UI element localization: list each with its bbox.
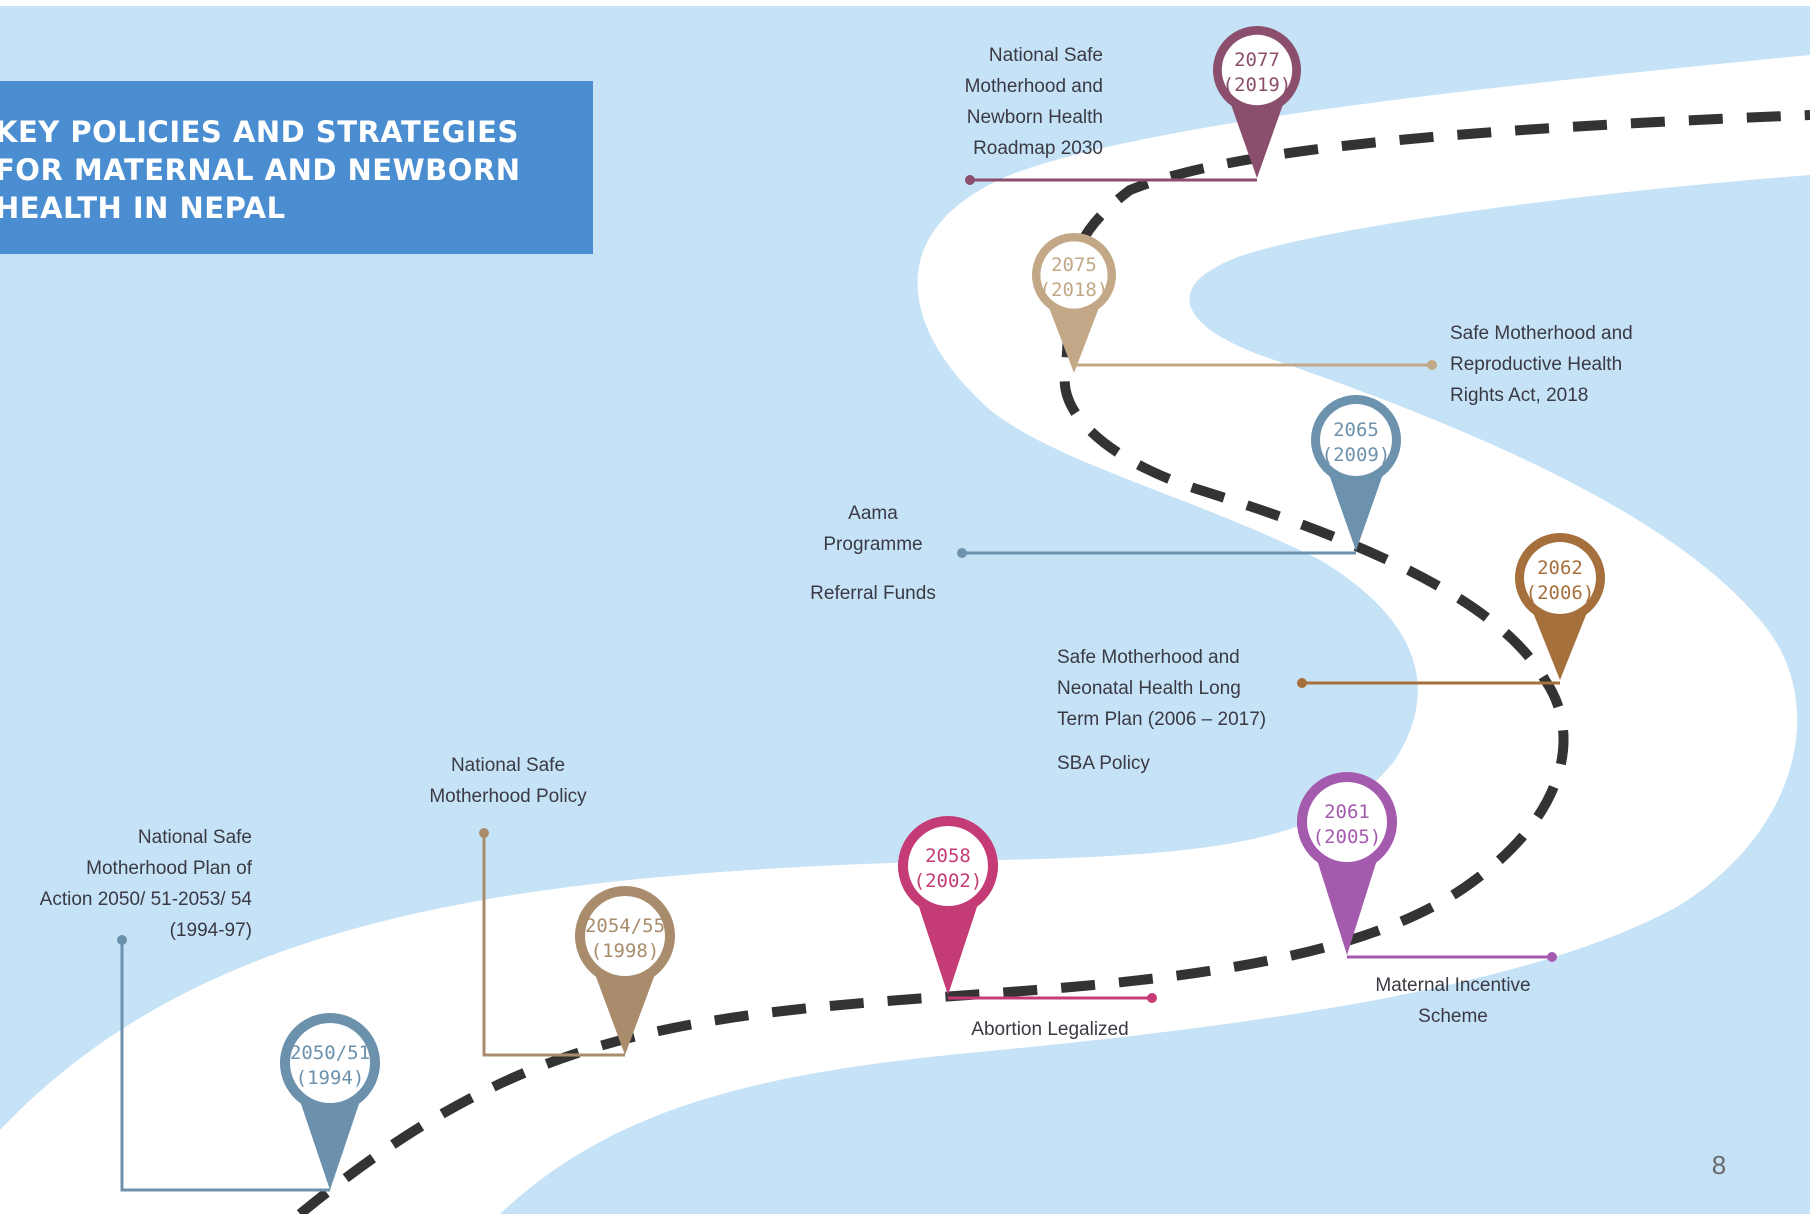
connector-endpoint <box>957 548 967 558</box>
title-line-1: KEY POLICIES AND STRATEGIES <box>0 115 519 149</box>
year-pins: 2050/51 (1994) 2054/55 (1998) 2058 (2002) 2061… <box>280 25 1605 1190</box>
pin-year-ad: (2005) <box>1313 826 1382 848</box>
label-safe-motherhood-plan: National Safe Motherhood Plan of Action … <box>39 827 252 941</box>
year-pin: 2065 (2009) <box>1311 395 1401 551</box>
label-safe-motherhood-policy: National Safe Motherhood Policy <box>429 755 587 807</box>
connector-endpoint <box>1427 360 1437 370</box>
pin-face <box>1320 404 1392 476</box>
pin-face <box>585 896 665 976</box>
pin-face <box>1307 782 1387 862</box>
pin-year-bs: 2062 <box>1537 557 1583 579</box>
pin-year-ad: (2018) <box>1040 279 1109 301</box>
label-roadmap-2030: National Safe Motherhood and Newborn Hea… <box>964 45 1103 159</box>
title-line-3: HEALTH IN NEPAL <box>0 191 286 225</box>
pin-year-bs: 2061 <box>1324 801 1370 823</box>
pin-face <box>1524 542 1596 614</box>
label-maternal-incentive: Maternal Incentive Scheme <box>1375 975 1531 1027</box>
page-number: 8 <box>1711 1150 1727 1180</box>
label-sba-policy: SBA Policy <box>1057 753 1150 774</box>
road-center-dashes <box>296 110 1810 1218</box>
pin-year-bs: 2065 <box>1333 419 1379 441</box>
title-banner: KEY POLICIES AND STRATEGIES FOR MATERNAL… <box>0 81 593 254</box>
pin-year-ad: (1998) <box>591 940 660 962</box>
connector-endpoint <box>479 828 489 838</box>
pin-year-ad: (2009) <box>1322 444 1391 466</box>
pin-face <box>1221 34 1293 106</box>
label-reproductive-health-act: Safe Motherhood and Reproductive Health … <box>1450 323 1633 406</box>
pin-year-bs: 2077 <box>1234 49 1280 71</box>
pin-year-ad: (2006) <box>1526 582 1595 604</box>
connector-endpoint <box>117 935 127 945</box>
pin-year-ad: (2002) <box>914 870 983 892</box>
pin-year-bs: 2054/55 <box>585 915 665 937</box>
year-pin: 2054/55 (1998) <box>575 885 675 1055</box>
connector-line <box>120 940 330 1192</box>
road <box>0 55 1810 1214</box>
label-long-term-plan: Safe Motherhood and Neonatal Health Long… <box>1057 647 1267 730</box>
connector-endpoint <box>1547 952 1557 962</box>
year-pin: 2058 (2002) <box>897 815 998 995</box>
year-pin: 2061 (2005) <box>1296 771 1397 955</box>
label-referral-funds: Referral Funds <box>810 583 936 604</box>
connector-lines <box>117 175 1560 1192</box>
pin-face <box>908 826 988 906</box>
label-aama-programme: Aama Programme <box>823 503 923 555</box>
pin-year-ad: (2019) <box>1223 74 1292 96</box>
pin-year-ad: (1994) <box>296 1067 365 1089</box>
connector-endpoint <box>965 175 975 185</box>
pin-year-bs: 2050/51 <box>290 1042 370 1064</box>
connector-endpoint <box>1147 993 1157 1003</box>
pin-face <box>1040 241 1108 309</box>
title-line-2: FOR MATERNAL AND NEWBORN <box>0 153 521 187</box>
year-pin: 2062 (2006) <box>1515 533 1605 680</box>
connector-endpoint <box>1297 678 1307 688</box>
connector-line <box>482 833 625 1057</box>
pin-face <box>290 1023 370 1103</box>
year-pin: 2077 (2019) <box>1213 25 1301 179</box>
pin-year-bs: 2075 <box>1051 254 1097 276</box>
year-pin: 2075 (2018) <box>1032 233 1116 373</box>
pin-year-bs: 2058 <box>925 845 971 867</box>
year-pin: 2050/51 (1994) <box>280 1013 380 1190</box>
label-abortion-legalized: Abortion Legalized <box>971 1019 1129 1040</box>
